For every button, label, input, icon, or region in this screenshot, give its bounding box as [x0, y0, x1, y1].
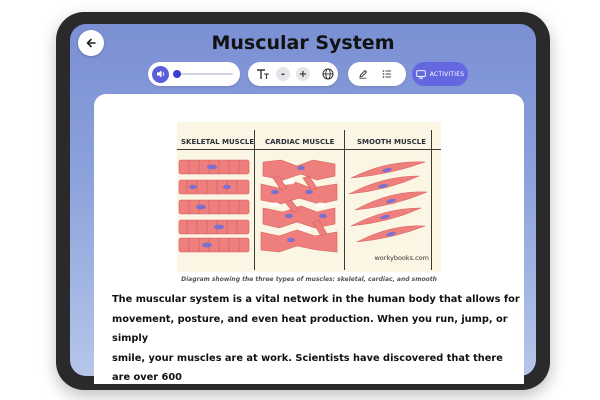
- cardiac-muscle-heading: CARDIAC MUSCLE: [265, 138, 335, 146]
- annotation-controls: [348, 62, 406, 86]
- page-title: Muscular System: [211, 32, 395, 54]
- text-size-button[interactable]: [256, 68, 270, 80]
- skeletal-muscle-heading: SKELETAL MUSCLE: [181, 138, 255, 146]
- translate-button[interactable]: [322, 68, 334, 80]
- speaker-icon: [156, 70, 164, 78]
- diagram-credit: workybooks.com: [374, 254, 429, 262]
- decrease-text-button[interactable]: -: [276, 67, 290, 81]
- body-line: The muscular system is a vital network i…: [112, 294, 520, 305]
- muscle-types-diagram: SKELETAL MUSCLE CARDIAC MUSCLE SMOOTH MU…: [177, 122, 441, 272]
- audio-player: [148, 62, 240, 86]
- highlight-button[interactable]: [358, 69, 368, 79]
- text-controls: - +: [248, 62, 338, 86]
- diagram-divider: [254, 130, 255, 270]
- activities-icon: [415, 69, 426, 79]
- back-button[interactable]: [78, 30, 104, 56]
- list-view-button[interactable]: [382, 69, 392, 79]
- globe-icon: [322, 68, 334, 80]
- increase-text-button[interactable]: +: [296, 67, 310, 81]
- article-body: The muscular system is a vital network i…: [112, 290, 522, 388]
- skeletal-muscle-illustration: [178, 159, 250, 253]
- back-arrow-icon: [86, 38, 96, 48]
- article-content: SKELETAL MUSCLE CARDIAC MUSCLE SMOOTH MU…: [94, 94, 524, 384]
- audio-progress-thumb[interactable]: [173, 70, 181, 78]
- diagram-divider: [344, 130, 345, 270]
- cardiac-muscle-illustration: [260, 159, 338, 253]
- app-screen: Muscular System - +: [70, 24, 536, 384]
- text-size-icon: [257, 69, 269, 79]
- toolbar: - +: [70, 62, 536, 86]
- diagram-divider: [177, 149, 441, 150]
- figure-caption: Diagram showing the three types of muscl…: [181, 276, 437, 283]
- audio-progress-slider[interactable]: [173, 70, 233, 78]
- activities-button[interactable]: ACTIVITIES: [412, 62, 468, 86]
- activities-label: ACTIVITIES: [429, 70, 465, 78]
- list-icon: [382, 70, 391, 78]
- body-line: movement, posture, and even heat product…: [112, 313, 508, 345]
- smooth-muscle-heading: SMOOTH MUSCLE: [357, 138, 427, 146]
- smooth-muscle-illustration: [348, 161, 428, 243]
- pencil-icon: [359, 69, 368, 79]
- play-audio-button[interactable]: [152, 65, 169, 83]
- body-line: smile, your muscles are at work. Scienti…: [112, 352, 503, 384]
- diagram-divider: [431, 130, 432, 270]
